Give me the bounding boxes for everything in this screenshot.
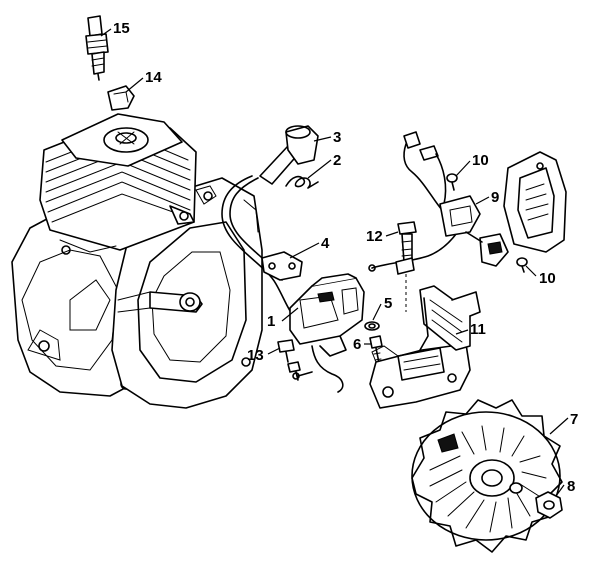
- spark-plug-boot: [259, 125, 319, 185]
- ignition-module: [289, 273, 365, 357]
- leader-lines: [100, 28, 569, 497]
- callout-3: 3: [333, 129, 341, 146]
- screw-12: [397, 221, 417, 263]
- callout-4: 4: [321, 235, 330, 252]
- callout-15: 15: [113, 20, 130, 37]
- callout-13: 13: [247, 347, 264, 364]
- callout-10-lower: 10: [539, 270, 556, 287]
- carrier: [369, 285, 481, 409]
- bracket: [261, 251, 303, 281]
- callout-14: 14: [145, 69, 162, 86]
- callout-2: 2: [333, 152, 341, 169]
- spark-plug: [85, 15, 109, 81]
- spring-clip: [285, 175, 319, 189]
- callout-10-upper: 10: [472, 152, 489, 169]
- spark-plug-seal: [107, 85, 135, 111]
- switch-harness: [403, 131, 509, 267]
- callout-12: 12: [366, 228, 383, 245]
- nut: [535, 491, 563, 519]
- callout-labels: 1 2 3 4 5 6 7 8 9 10 10 11 12 13 14 15: [113, 20, 578, 495]
- callout-7: 7: [570, 411, 578, 428]
- flywheel: [411, 399, 563, 553]
- callout-6: 6: [353, 336, 361, 353]
- screw-10-lower: [516, 257, 528, 273]
- callout-1: 1: [267, 313, 275, 330]
- callout-9: 9: [491, 189, 499, 206]
- screw-10-upper: [446, 173, 458, 191]
- cover-plate: [503, 151, 567, 253]
- callout-5: 5: [384, 295, 392, 312]
- callout-8: 8: [567, 478, 575, 495]
- screw-13: [277, 339, 301, 381]
- callout-11: 11: [470, 321, 486, 338]
- cylinder: [39, 113, 197, 253]
- washer-5: [364, 321, 380, 331]
